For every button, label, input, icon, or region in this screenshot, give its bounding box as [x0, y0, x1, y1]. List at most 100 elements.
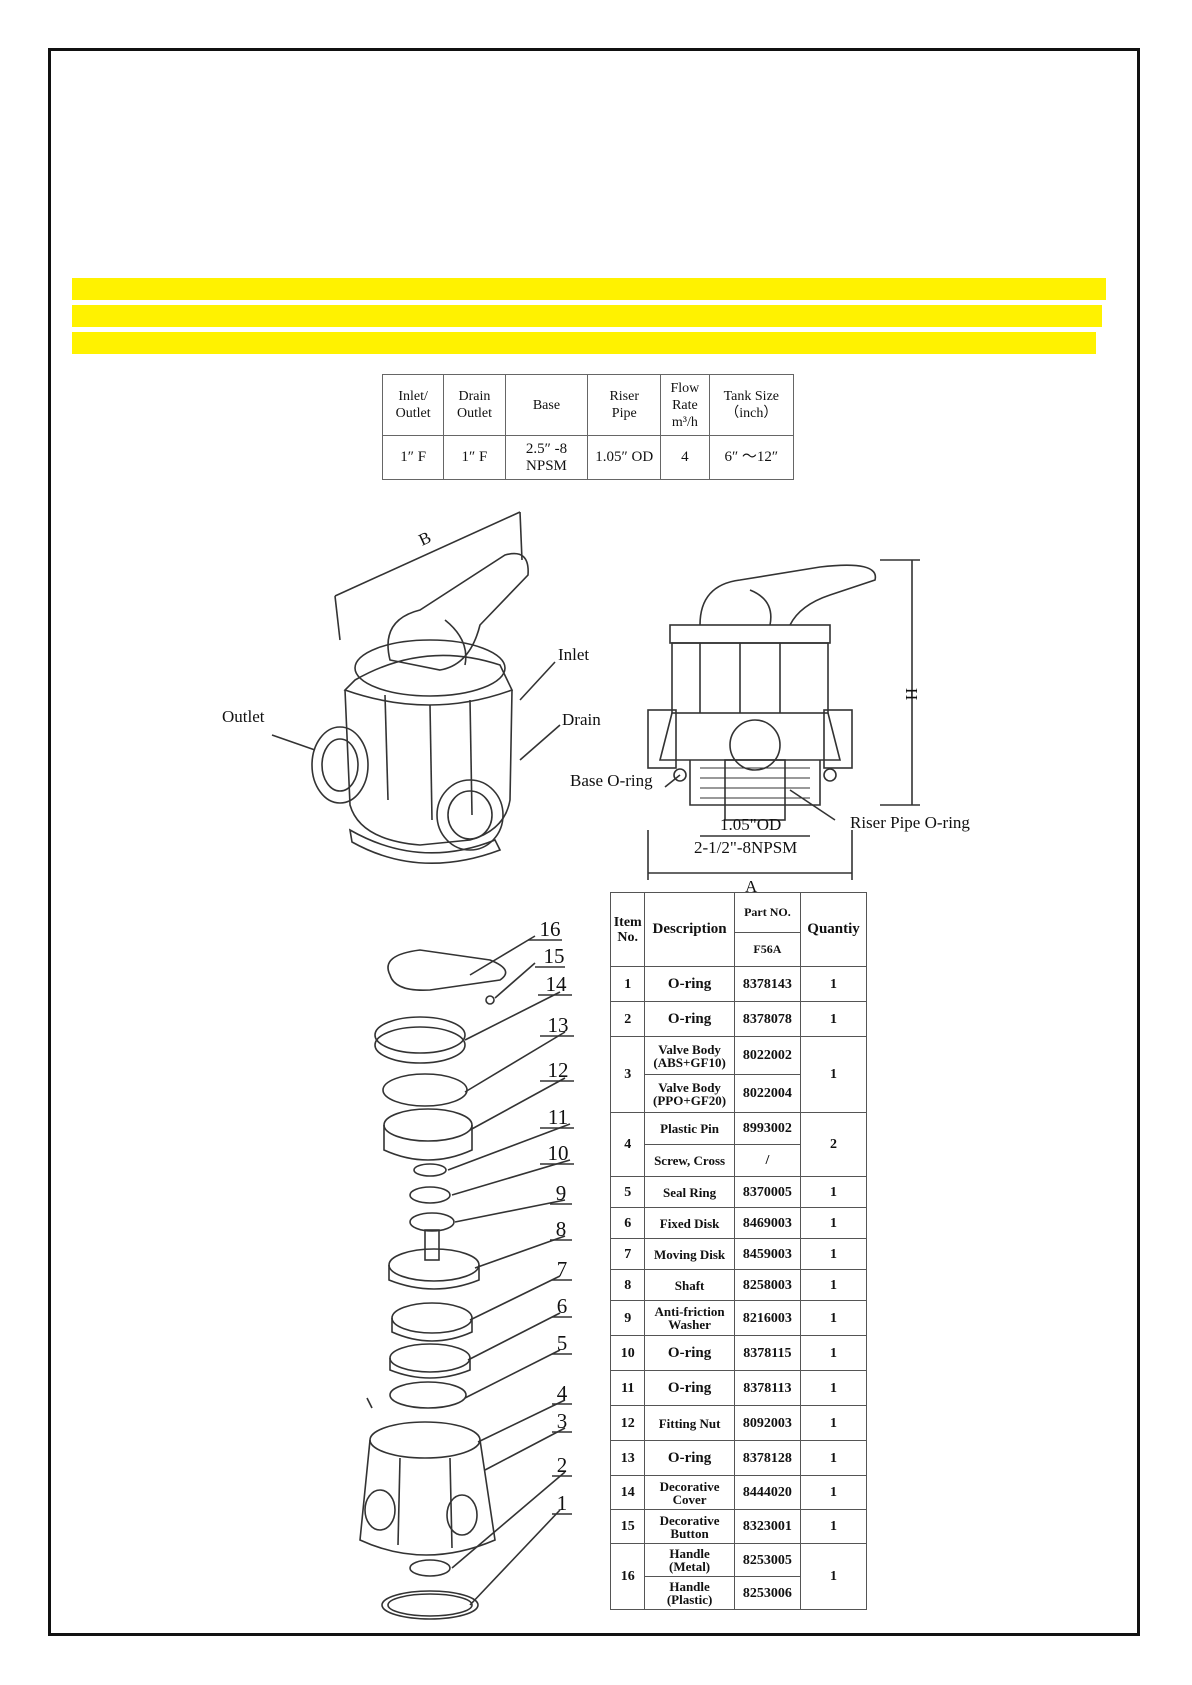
spec-value-inlet: 1″ F [381, 435, 445, 480]
exploded-view-drawing [359, 935, 571, 1620]
part-row-6-item: 6 [609, 1207, 646, 1239]
part-row-15-partno: 8323001 [733, 1509, 802, 1544]
inlet-label: Inlet [558, 645, 589, 664]
highlight-bar-3 [72, 332, 1096, 354]
callout-3: 3 [557, 1409, 568, 1433]
valve-isometric-drawing [271, 511, 561, 865]
part-row-15-qty: 1 [800, 1509, 867, 1544]
highlight-bar-1 [72, 278, 1106, 300]
part-row-11-partno: 8378113 [733, 1370, 802, 1406]
part-row-13-desc: O-ring [644, 1440, 735, 1476]
part-row-3-partno-a: 8022002 [733, 1036, 802, 1075]
part-row-10-partno: 8378115 [733, 1335, 802, 1371]
dim-h-label: H [902, 688, 921, 700]
part-row-7-qty: 1 [800, 1238, 867, 1270]
part-row-11-desc: O-ring [644, 1370, 735, 1406]
spec-header-base: Base [504, 374, 589, 436]
part-row-2-item: 2 [609, 1001, 646, 1037]
part-row-16-item: 16 [609, 1543, 646, 1610]
part-row-5-partno: 8370005 [733, 1176, 802, 1208]
part-row-13-partno: 8378128 [733, 1440, 802, 1476]
parts-header-quantity: Quantiy [800, 892, 867, 967]
part-row-2-partno: 8378078 [733, 1001, 802, 1037]
part-row-1-desc: O-ring [644, 966, 735, 1002]
part-row-7-desc: Moving Disk [644, 1238, 735, 1270]
part-row-16-partno-a: 8253005 [733, 1543, 802, 1577]
spec-value-riser: 1.05″ OD [587, 435, 662, 480]
base-oring-label: Base O-ring [570, 771, 653, 790]
callout-5: 5 [557, 1331, 568, 1355]
part-row-14-item: 14 [609, 1475, 646, 1510]
part-row-7-item: 7 [609, 1238, 646, 1270]
callout-16: 16 [540, 917, 561, 941]
part-row-16-desc-b: Handle(Plastic) [644, 1576, 735, 1610]
part-row-8-partno: 8258003 [733, 1269, 802, 1301]
part-row-9-qty: 1 [800, 1300, 867, 1336]
outlet-label: Outlet [222, 707, 265, 726]
part-row-8-desc: Shaft [644, 1269, 735, 1301]
callout-1: 1 [557, 1491, 568, 1515]
riser-oring-label: Riser Pipe O-ring [850, 813, 970, 832]
part-row-3-desc-a: Valve Body(ABS+GF10) [644, 1036, 735, 1075]
callout-11: 11 [548, 1105, 568, 1129]
highlight-bar-2 [72, 305, 1102, 327]
page-border [48, 48, 1140, 1636]
parts-header-model: F56A [733, 932, 802, 967]
riser-od-label: 1.05"OD [720, 815, 781, 834]
callout-8: 8 [556, 1217, 567, 1241]
part-row-6-qty: 1 [800, 1207, 867, 1239]
part-row-16-desc-a: Handle(Metal) [644, 1543, 735, 1577]
parts-header-description: Description [644, 892, 735, 967]
part-row-4-qty: 2 [800, 1112, 867, 1177]
part-row-16-qty: 1 [800, 1543, 867, 1610]
part-row-10-desc: O-ring [644, 1335, 735, 1371]
part-row-1-qty: 1 [800, 966, 867, 1002]
callout-9: 9 [556, 1181, 567, 1205]
part-row-13-qty: 1 [800, 1440, 867, 1476]
part-row-1-partno: 8378143 [733, 966, 802, 1002]
part-row-15-item: 15 [609, 1509, 646, 1544]
spec-header-tank: Tank Size（inch） [708, 374, 795, 436]
part-row-11-item: 11 [609, 1370, 646, 1406]
part-row-3-item: 3 [609, 1036, 646, 1113]
spec-value-flow: 4 [660, 435, 710, 480]
part-row-13-item: 13 [609, 1440, 646, 1476]
part-row-7-partno: 8459003 [733, 1238, 802, 1270]
spec-value-tank: 6″ ～12″ [708, 435, 795, 480]
part-row-5-item: 5 [609, 1176, 646, 1208]
part-row-3-qty: 1 [800, 1036, 867, 1113]
part-row-11-qty: 1 [800, 1370, 867, 1406]
part-row-12-desc: Fitting Nut [644, 1405, 735, 1441]
base-thread-label: 2-1/2"-8NPSM [694, 838, 797, 857]
part-row-2-qty: 1 [800, 1001, 867, 1037]
drain-label: Drain [562, 710, 601, 729]
callout-12: 12 [548, 1058, 569, 1082]
part-row-3-partno-b: 8022004 [733, 1074, 802, 1113]
part-row-8-item: 8 [609, 1269, 646, 1301]
part-row-5-qty: 1 [800, 1176, 867, 1208]
part-row-14-qty: 1 [800, 1475, 867, 1510]
valve-side-drawing [647, 559, 920, 880]
callout-2: 2 [557, 1453, 568, 1477]
callout-6: 6 [557, 1294, 568, 1318]
part-row-12-item: 12 [609, 1405, 646, 1441]
part-row-10-item: 10 [609, 1335, 646, 1371]
part-row-4-desc-b: Screw, Cross [644, 1144, 735, 1177]
part-row-12-partno: 8092003 [733, 1405, 802, 1441]
parts-header-partno: Part NO. [733, 892, 802, 933]
part-row-10-qty: 1 [800, 1335, 867, 1371]
callout-7: 7 [557, 1257, 568, 1281]
part-row-4-partno-b: / [733, 1144, 802, 1177]
part-row-8-qty: 1 [800, 1269, 867, 1301]
part-row-6-partno: 8469003 [733, 1207, 802, 1239]
